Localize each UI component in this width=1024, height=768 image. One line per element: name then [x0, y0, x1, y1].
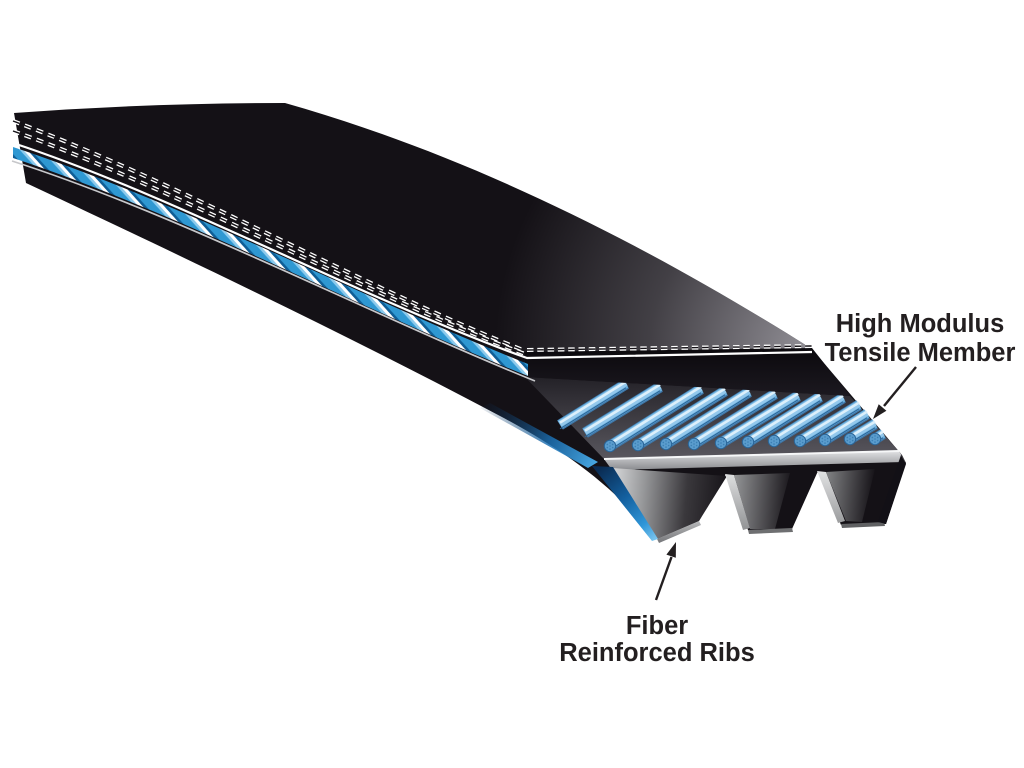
tensile-cord [767, 393, 846, 448]
tensile-cords [557, 379, 886, 453]
rib-groove-highlight-2 [817, 471, 845, 523]
rib-face-3 [826, 469, 875, 522]
tensile-cord [603, 384, 704, 453]
tensile-member-arrow [873, 366, 917, 419]
rib-tip-facet-1 [657, 521, 701, 543]
tensile-member-label-line1: High Modulus [836, 310, 1005, 338]
callout-tensile-member: High Modulus Tensile Member [825, 310, 1016, 419]
top-edge-stitch-lines [12, 119, 526, 356]
ledge-front-edge [603, 450, 905, 470]
tensile-cord-partial [582, 382, 663, 438]
tensile-cord [868, 429, 886, 446]
tensile-cord [714, 391, 801, 450]
rib-tip-facet-3 [841, 522, 885, 528]
fiber-ribs-arrow [654, 542, 676, 601]
tensile-cord [843, 419, 878, 446]
tensile-cord [818, 409, 870, 447]
rib-tip-facet-2 [748, 528, 793, 534]
rib-faces [612, 468, 885, 543]
rib-groove-highlight-1 [725, 474, 750, 530]
tensile-cord [793, 400, 862, 448]
fiber-ribs-label-line2: Reinforced Ribs [559, 639, 755, 667]
ply-separator-line [11, 160, 536, 382]
rib-right-face [878, 455, 906, 524]
rib-face-1 [612, 468, 727, 539]
fiber-ribs-label-line1: Fiber [626, 612, 688, 640]
tensile-cord [631, 386, 728, 452]
cut-edge-stitch-line [526, 344, 813, 352]
top-layer-cut-face [525, 348, 850, 396]
front-edge-line [12, 141, 813, 360]
tensile-cord-partial [557, 379, 629, 430]
callout-fiber-ribs: Fiber Reinforced Ribs [559, 542, 755, 667]
belt-left-blue-sheen [480, 403, 658, 541]
tensile-member-label-line2: Tensile Member [825, 339, 1016, 367]
tensile-cord-stripe [13, 147, 528, 376]
tensile-cord [741, 392, 823, 449]
tensile-cord [687, 389, 778, 451]
tensile-cord [659, 387, 752, 451]
rib-face-2 [734, 473, 790, 529]
